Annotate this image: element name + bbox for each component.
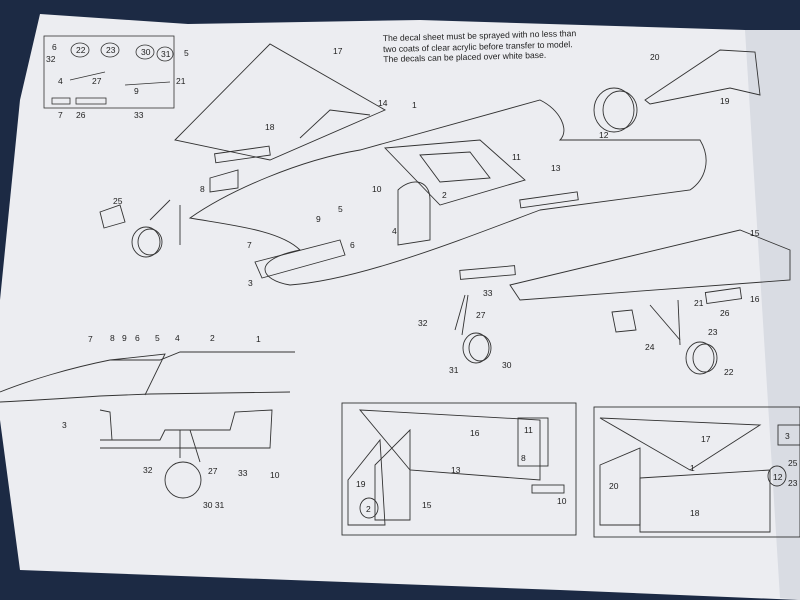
- wing-part: [174, 43, 387, 161]
- right-wing-part: [459, 229, 791, 301]
- part-label: 7: [58, 110, 63, 120]
- part-label: 32: [143, 465, 153, 475]
- part-label: 10: [372, 184, 382, 194]
- part-label: 9: [316, 214, 321, 224]
- part-label: 14: [378, 98, 388, 108]
- part-label: 13: [551, 163, 561, 173]
- part-label: 1: [412, 100, 417, 110]
- landing-gear-center: [454, 294, 492, 364]
- part-label: 13: [451, 465, 461, 475]
- part-label: 12: [599, 130, 609, 140]
- part-label: 18: [265, 122, 275, 132]
- part-label: 33: [134, 110, 144, 120]
- part-label: 20: [650, 52, 660, 62]
- part-label: 23: [708, 327, 718, 337]
- part-label: 22: [724, 367, 734, 377]
- part-label: 30: [502, 360, 512, 370]
- part-label: 11: [512, 152, 521, 162]
- part-label: 2: [442, 190, 447, 200]
- part-label: 8: [110, 333, 115, 343]
- paper-shadow: [745, 30, 800, 600]
- part-label: 19: [720, 96, 730, 106]
- part-label: 24: [645, 342, 655, 352]
- part-label: 8: [200, 184, 205, 194]
- decal-sheet-preview: [43, 35, 175, 109]
- part-label: 27: [208, 466, 218, 476]
- part-label: 30: [141, 47, 151, 57]
- part-label: 32: [418, 318, 428, 328]
- part-label: 21: [694, 298, 704, 308]
- part-label: 4: [175, 333, 180, 343]
- part-label: 7: [247, 240, 252, 250]
- part-label: 25: [788, 458, 798, 468]
- part-label: 5: [155, 333, 160, 343]
- part-label: 9: [122, 333, 127, 343]
- part-label: 23: [788, 478, 798, 488]
- part-label: 32: [46, 54, 56, 64]
- part-label: 11: [524, 425, 533, 435]
- decal-layout-left: [341, 402, 577, 536]
- landing-gear-right: [611, 287, 743, 375]
- part-label: 6: [52, 42, 57, 52]
- part-label: 19: [356, 479, 366, 489]
- part-label: 1: [256, 334, 261, 344]
- part-label: 7: [88, 334, 93, 344]
- part-label: 27: [476, 310, 486, 320]
- part-label: 18: [690, 508, 700, 518]
- part-label: 21: [176, 76, 186, 86]
- paper-sheet: [0, 14, 800, 600]
- part-label: 12: [773, 472, 783, 482]
- part-label: 3: [248, 278, 253, 288]
- part-label: 1: [690, 463, 695, 473]
- part-label: 4: [58, 76, 63, 86]
- part-label: 17: [333, 46, 343, 56]
- part-label: 31: [449, 365, 459, 375]
- part-label: 6: [135, 333, 140, 343]
- part-label: 27: [92, 76, 102, 86]
- part-label: 15: [750, 228, 760, 238]
- part-labels: 17 1 14 18 12 20 19 11 13 8 25 10 2 5 9 …: [46, 42, 798, 518]
- part-label: 26: [720, 308, 730, 318]
- part-label: 3: [62, 420, 67, 430]
- fuselage-part: [188, 99, 707, 286]
- part-label: 15: [422, 500, 432, 510]
- part-label: 10: [557, 496, 567, 506]
- part-label: 16: [470, 428, 480, 438]
- part-label: 23: [106, 45, 116, 55]
- tail-fin: [644, 49, 761, 105]
- part-label: 9: [134, 86, 139, 96]
- landing-gear-left: [99, 199, 181, 258]
- part-label: 3: [785, 431, 790, 441]
- decal-instruction-note: The decal sheet must be sprayed with no …: [383, 27, 624, 65]
- decal-layout-right: [593, 406, 800, 538]
- part-label: 30 31: [203, 500, 225, 510]
- part-label: 6: [350, 240, 355, 250]
- engine-ring: [593, 87, 638, 133]
- part-label: 4: [392, 226, 397, 236]
- part-label: 5: [184, 48, 189, 58]
- part-label: 25: [113, 196, 123, 206]
- part-label: 26: [76, 110, 86, 120]
- part-label: 8: [521, 453, 526, 463]
- part-label: 10: [270, 470, 280, 480]
- part-label: 20: [609, 481, 619, 491]
- side-view-assembly: [0, 351, 295, 499]
- part-label: 33: [238, 468, 248, 478]
- part-label: 22: [76, 45, 86, 55]
- part-label: 16: [750, 294, 760, 304]
- part-label: 17: [701, 434, 711, 444]
- part-label: 31: [161, 49, 171, 59]
- part-label: 33: [483, 288, 493, 298]
- part-label: 2: [210, 333, 215, 343]
- part-label: 5: [338, 204, 343, 214]
- part-label: 2: [366, 504, 371, 514]
